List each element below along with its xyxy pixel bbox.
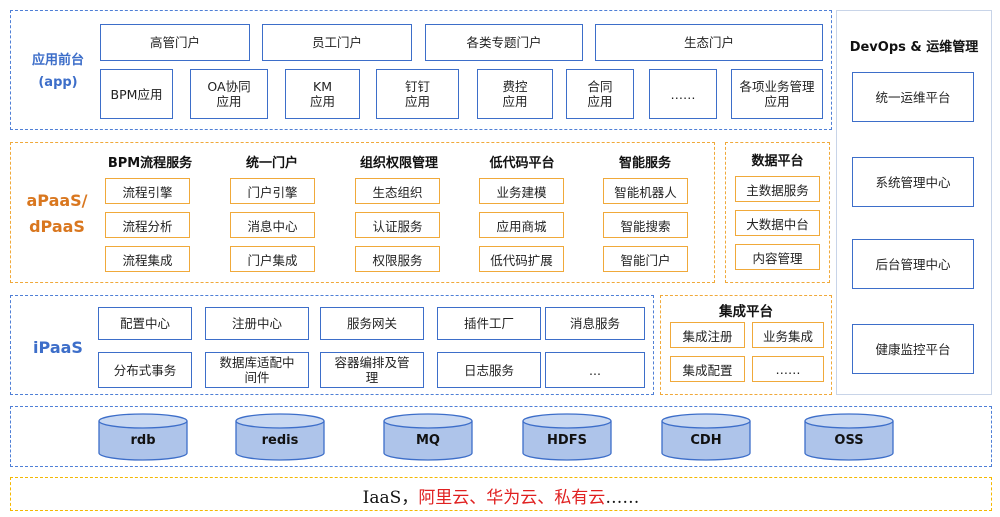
ipaas-frame [10, 295, 654, 395]
paas-item: 生态组织 [355, 178, 440, 204]
ipaas-label: iPaaS [33, 338, 83, 357]
storage-label: HDFS [547, 433, 587, 448]
data-platform-frame [725, 142, 830, 283]
data-platform-title: 数据平台 [751, 154, 804, 169]
integration-item: 集成注册 [670, 322, 745, 348]
ipaas-item: 分布式事务 [98, 352, 192, 388]
devops-title: DevOps & 运维管理 [849, 40, 979, 55]
app-box: KM 应用 [285, 69, 360, 119]
paas-item: 流程分析 [105, 212, 190, 238]
integration-item: 业务集成 [752, 322, 824, 348]
data-platform-item: 内容管理 [735, 244, 820, 270]
paas-item: 权限服务 [355, 246, 440, 272]
integration-item: …… [752, 356, 824, 382]
storage-label: CDH [690, 433, 722, 448]
app-layer-label: 应用前台 (app) [31, 53, 84, 90]
paas-item: 智能搜索 [603, 212, 688, 238]
devops-item: 统一运维平台 [852, 72, 974, 122]
storage-label: MQ [416, 433, 440, 448]
paas-item: 门户引擎 [230, 178, 315, 204]
iaas-providers: 阿里云、华为云、私有云 [418, 488, 606, 508]
paas-item: 门户集成 [230, 246, 315, 272]
iaas-prefix: IaaS， [362, 488, 419, 508]
paas-item: 应用商城 [479, 212, 564, 238]
storage-cylinder-rdb: rdb [98, 413, 188, 461]
storage-cylinder-mq: MQ [383, 413, 473, 461]
paas-label: aPaaS/ dPaaS [26, 191, 88, 236]
ipaas-item: 日志服务 [437, 352, 541, 388]
database-icon [522, 413, 612, 461]
iaas-frame [10, 477, 992, 511]
paas-item: 认证服务 [355, 212, 440, 238]
portal-box: 员工门户 [262, 24, 412, 61]
paas-column-title: 统一门户 [245, 156, 298, 171]
paas-column-title: 组织权限管理 [359, 156, 438, 171]
devops-item: 系统管理中心 [852, 157, 974, 207]
paas-item: 消息中心 [230, 212, 315, 238]
database-icon [661, 413, 751, 461]
storage-label: rdb [130, 433, 156, 448]
storage-frame [10, 406, 992, 467]
ipaas-item: 数据库适配中 间件 [205, 352, 309, 388]
app-box: 合同 应用 [566, 69, 634, 119]
paas-item: 智能机器人 [603, 178, 688, 204]
devops-item: 健康监控平台 [852, 324, 974, 374]
ipaas-item: 注册中心 [205, 307, 309, 340]
devops-item: 后台管理中心 [852, 239, 974, 289]
database-icon [804, 413, 894, 461]
iaas-text: IaaS，阿里云、华为云、私有云…… [10, 483, 992, 508]
storage-label: redis [261, 433, 299, 448]
paas-column-title: 智能服务 [618, 156, 671, 171]
data-platform-item: 大数据中台 [735, 210, 820, 236]
paas-column-title: 低代码平台 [489, 156, 555, 171]
portal-box: 各类专题门户 [425, 24, 583, 61]
paas-item: 流程引擎 [105, 178, 190, 204]
storage-cylinder-redis: redis [235, 413, 325, 461]
paas-item: 流程集成 [105, 246, 190, 272]
ipaas-item: 消息服务 [545, 307, 645, 340]
app-box: 钉钉 应用 [376, 69, 459, 119]
app-box: BPM应用 [100, 69, 173, 119]
data-platform-item: 主数据服务 [735, 176, 820, 202]
integration-title: 集成平台 [719, 304, 773, 320]
iaas-suffix: …… [605, 488, 640, 508]
storage-cylinder-cdh: CDH [661, 413, 751, 461]
paas-item: 业务建模 [479, 178, 564, 204]
ipaas-item: 插件工厂 [437, 307, 541, 340]
app-box: 费控 应用 [477, 69, 553, 119]
storage-cylinder-hdfs: HDFS [522, 413, 612, 461]
paas-item: 智能门户 [603, 246, 688, 272]
ipaas-item: 服务网关 [320, 307, 424, 340]
storage-cylinder-oss: OSS [804, 413, 894, 461]
paas-frame [10, 142, 715, 283]
ipaas-item: 容器编排及管 理 [320, 352, 424, 388]
ipaas-item: 配置中心 [98, 307, 192, 340]
database-icon [98, 413, 188, 461]
database-icon [235, 413, 325, 461]
storage-label: OSS [834, 433, 864, 448]
app-layer-frame [10, 10, 832, 130]
paas-column-title: BPM流程服务 [107, 156, 193, 171]
database-icon [383, 413, 473, 461]
ipaas-item: ... [545, 352, 645, 388]
devops-frame [836, 10, 992, 395]
paas-item: 低代码扩展 [479, 246, 564, 272]
integration-frame [660, 295, 832, 395]
app-box: …… [649, 69, 717, 119]
app-box: 各项业务管理 应用 [731, 69, 823, 119]
portal-box: 生态门户 [595, 24, 823, 61]
integration-item: 集成配置 [670, 356, 745, 382]
app-box: OA协同 应用 [190, 69, 268, 119]
portal-box: 高管门户 [100, 24, 250, 61]
